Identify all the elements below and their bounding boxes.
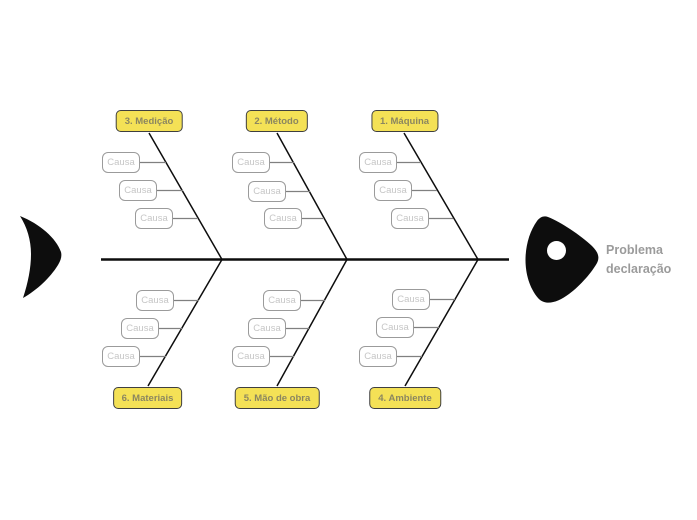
cause-label: Causa [237,157,265,168]
branch-line-medicao [148,132,223,260]
branch-line-mao-de-obra [276,259,348,387]
problem-statement-line1: Problema [606,243,663,257]
cause-label: Causa [381,322,409,333]
cause-label: Causa [141,295,169,306]
cause-label: Causa [140,213,168,224]
cause-box[interactable]: Causa [119,180,157,201]
category-box-mao-de-obra[interactable]: 5. Mão de obra [234,387,320,409]
category-box-materiais[interactable]: 6. Materiais [112,387,183,409]
category-label: 4. Ambiente [378,392,432,404]
category-label: 1. Máquina [379,115,430,127]
cause-label: Causa [379,185,407,196]
cause-label: Causa [237,351,265,362]
cause-label: Causa [364,157,392,168]
branch-line-maquina [403,132,479,260]
cause-label: Causa [253,186,281,197]
cause-label: Causa [268,295,296,306]
cause-box[interactable]: Causa [121,318,159,339]
cause-box[interactable]: Causa [102,152,140,173]
category-label: 3. Medição [124,115,174,127]
category-label: 5. Mão de obra [243,392,311,404]
cause-box[interactable]: Causa [135,208,173,229]
category-box-medicao[interactable]: 3. Medição [115,110,183,132]
category-box-metodo[interactable]: 2. Método [245,110,308,132]
cause-box[interactable]: Causa [359,152,397,173]
cause-box[interactable]: Causa [248,181,286,202]
cause-box[interactable]: Causa [392,289,430,310]
cause-box[interactable]: Causa [391,208,429,229]
cause-label: Causa [253,323,281,334]
cause-label: Causa [397,294,425,305]
cause-box[interactable]: Causa [232,346,270,367]
cause-box[interactable]: Causa [102,346,140,367]
cause-box[interactable]: Causa [374,180,412,201]
cause-label: Causa [396,213,424,224]
cause-label: Causa [364,351,392,362]
fish-head-shape[interactable] [525,216,599,303]
cause-label: Causa [107,157,135,168]
branch-line-materiais [147,259,223,387]
fish-eye [547,241,566,260]
cause-box[interactable]: Causa [264,208,302,229]
cause-box[interactable]: Causa [359,346,397,367]
cause-box[interactable]: Causa [263,290,301,311]
category-box-ambiente[interactable]: 4. Ambiente [369,387,441,409]
problem-statement-label[interactable]: Problema declaração [606,241,671,278]
branch-line-ambiente [404,259,479,387]
cause-label: Causa [269,213,297,224]
category-label: 6. Materiais [121,392,174,404]
category-box-maquina[interactable]: 1. Máquina [370,110,439,132]
cause-label: Causa [107,351,135,362]
cause-box[interactable]: Causa [232,152,270,173]
cause-label: Causa [124,185,152,196]
problem-statement-line2: declaração [606,261,672,276]
category-label: 2. Método [254,115,299,127]
cause-box[interactable]: Causa [136,290,174,311]
cause-box[interactable]: Causa [248,318,286,339]
branch-line-metodo [276,132,348,260]
cause-box[interactable]: Causa [376,317,414,338]
cause-label: Causa [126,323,154,334]
fish-tail-shape[interactable] [20,216,62,298]
